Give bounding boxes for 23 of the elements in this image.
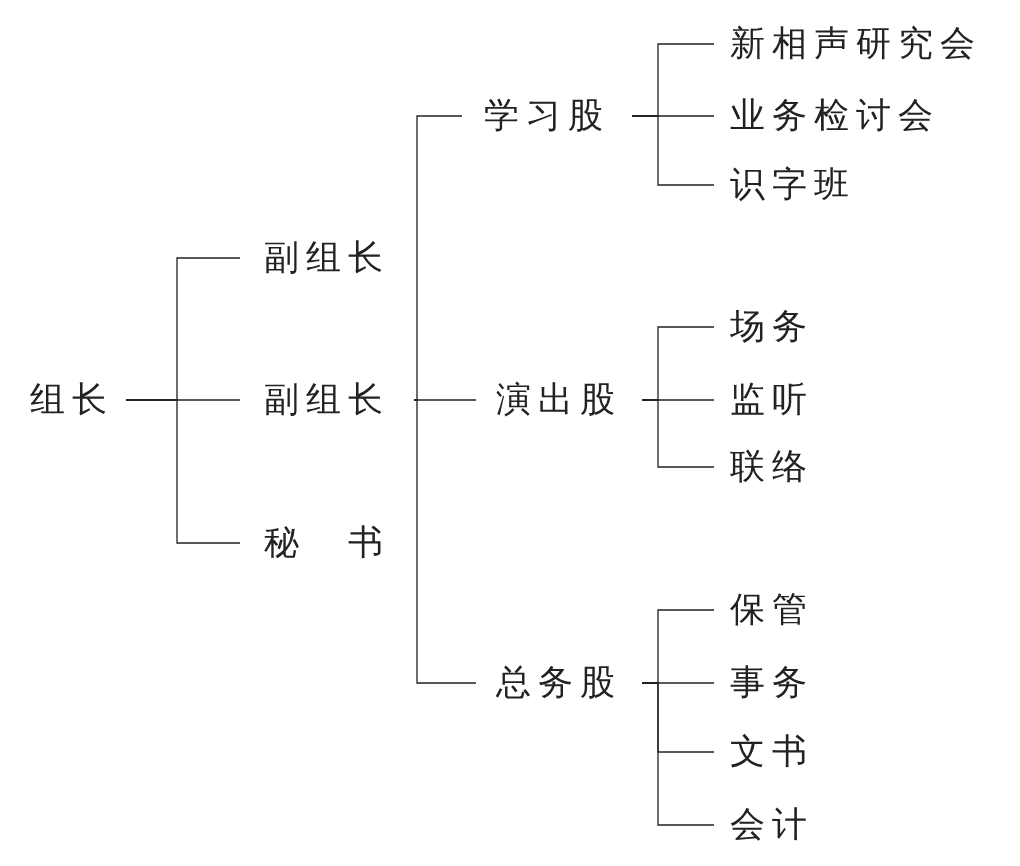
org-unit-label: 文书 — [714, 731, 830, 773]
org-unit-label: 监听 — [714, 379, 830, 421]
org-unit-label: 副组长 — [240, 237, 414, 279]
org-unit-label: 场务 — [714, 306, 830, 348]
org-unit-label: 事务 — [714, 662, 830, 704]
connector-line — [641, 682, 715, 826]
org-unit-label: 学习股 — [462, 95, 632, 137]
org-unit-label: 组长 — [18, 379, 126, 421]
org-unit-label: 总务股 — [476, 662, 642, 704]
org-unit-label: 识字班 — [714, 164, 872, 206]
connector-line — [413, 115, 463, 401]
org-unit-label: 保管 — [714, 589, 830, 631]
connector-line — [413, 399, 477, 684]
org-unit-label: 副组长 — [240, 379, 414, 421]
connector-line — [641, 399, 715, 468]
org-unit-label: 业务检讨会 — [714, 95, 956, 137]
org-unit-label: 新相声研究会 — [714, 23, 998, 65]
org-unit-label: 会计 — [714, 804, 830, 846]
org-unit-label: 演出股 — [476, 379, 642, 421]
org-unit-label: 联络 — [714, 446, 830, 488]
connector-line — [631, 115, 715, 186]
connector-line — [125, 399, 241, 544]
org-unit-label: 秘 书 — [240, 522, 414, 564]
